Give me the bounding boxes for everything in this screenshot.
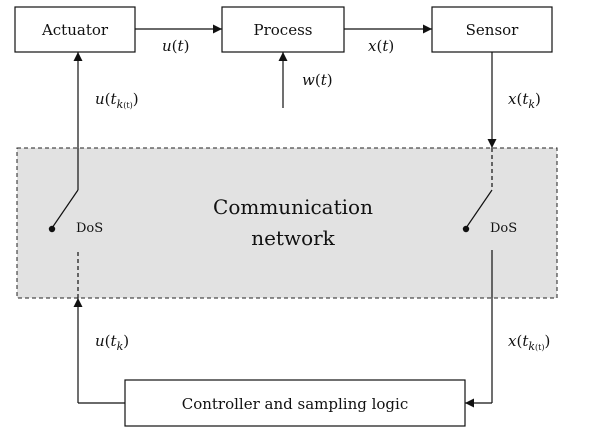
- dos-switch-right-contact: [462, 225, 470, 233]
- controller-block: Controller and sampling logic: [124, 379, 466, 427]
- network-label-line1: Communication: [213, 195, 373, 219]
- network-label-line2: network: [251, 226, 335, 250]
- dos-left-label: DoS: [76, 221, 103, 236]
- process-label: Process: [254, 21, 313, 39]
- signal-x-tk: x(tk): [508, 90, 541, 111]
- actuator-label: Actuator: [41, 21, 109, 39]
- process-block: Process: [221, 6, 345, 53]
- signal-x-t: x(t): [368, 37, 394, 55]
- sensor-block: Sensor: [431, 6, 553, 53]
- dos-switch-right: DoS: [462, 189, 517, 236]
- signal-u-t: u(t): [162, 37, 189, 55]
- actuator-block: Actuator: [14, 6, 136, 53]
- dos-right-label: DoS: [490, 221, 517, 236]
- dos-switch-left: DoS: [48, 189, 103, 236]
- controller-label: Controller and sampling logic: [182, 395, 409, 413]
- signal-w-t: w(t): [302, 71, 333, 89]
- signal-x-tkt: x(tk(t)): [508, 332, 550, 353]
- dos-switch-left-contact: [48, 225, 56, 233]
- signal-u-tk: u(tk): [95, 332, 129, 353]
- signal-u-tkt: u(tk(t)): [95, 90, 139, 111]
- sensor-label: Sensor: [466, 21, 520, 39]
- communication-network-region: [16, 147, 558, 299]
